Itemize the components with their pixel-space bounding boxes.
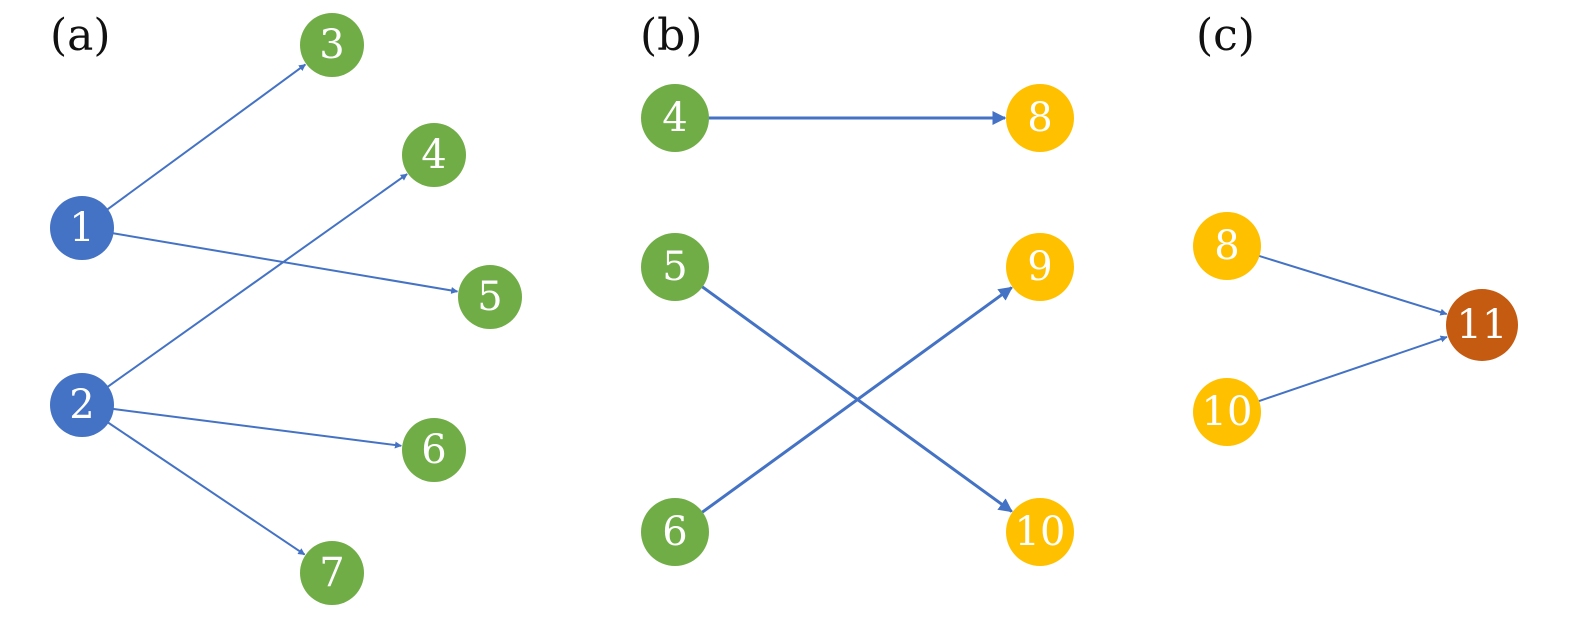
node-label: 7: [319, 550, 344, 596]
panel-label-c: (c): [1196, 10, 1255, 61]
node-b-4: 4: [641, 84, 709, 152]
node-circle: [402, 418, 466, 482]
node-a-6: 6: [402, 418, 466, 482]
edge-a-2-to-4: [105, 173, 408, 389]
node-circle: [458, 265, 522, 329]
node-label: 10: [1202, 389, 1253, 435]
node-circle: [641, 84, 709, 152]
node-b-10: 10: [1006, 498, 1074, 566]
node-label: 1: [69, 205, 94, 251]
node-label: 11: [1457, 302, 1508, 348]
node-circle: [402, 123, 466, 187]
edge-a-2-to-7: [106, 420, 306, 556]
node-label: 10: [1015, 509, 1066, 555]
panel-label-a: (a): [50, 10, 111, 61]
node-label: 8: [1027, 95, 1052, 141]
panel-label-b: (b): [640, 10, 703, 61]
node-label: 5: [662, 244, 687, 290]
node-circle: [1006, 84, 1074, 152]
node-a-2: 2: [50, 373, 114, 437]
node-a-5: 5: [458, 265, 522, 329]
node-label: 4: [662, 95, 687, 141]
node-circle: [1446, 289, 1518, 361]
node-b-8: 8: [1006, 84, 1074, 152]
node-circle: [1006, 233, 1074, 301]
edge-c-10-to-11: [1256, 335, 1448, 403]
node-label: 6: [421, 427, 446, 473]
node-label: 9: [1027, 244, 1052, 290]
node-label: 8: [1214, 223, 1239, 269]
node-label: 4: [421, 132, 446, 178]
node-c-10: 10: [1193, 378, 1261, 446]
node-c-8: 8: [1193, 212, 1261, 280]
node-label: 6: [662, 509, 687, 555]
node-a-3: 3: [300, 13, 364, 77]
node-a-4: 4: [402, 123, 466, 187]
node-circle: [300, 13, 364, 77]
node-circle: [1193, 378, 1261, 446]
node-circle: [50, 196, 114, 260]
node-b-5: 5: [641, 233, 709, 301]
edges-layer: [105, 63, 1448, 556]
edge-b-6-to-9: [700, 286, 1013, 515]
node-circle: [1193, 212, 1261, 280]
node-label: 5: [477, 274, 502, 320]
node-label: 2: [69, 382, 94, 428]
node-a-1: 1: [50, 196, 114, 260]
edge-a-2-to-6: [111, 407, 402, 449]
nodes-layer: 1 2 3 4 5 6 7 4 5 6 8 9 10 8 10 11: [50, 13, 1518, 605]
node-b-6: 6: [641, 498, 709, 566]
node-label: 3: [319, 22, 344, 68]
node-a-7: 7: [300, 541, 364, 605]
node-circle: [300, 541, 364, 605]
node-circle: [1006, 498, 1074, 566]
edge-c-8-to-11: [1257, 254, 1448, 316]
node-c-11: 11: [1446, 289, 1518, 361]
node-circle: [641, 498, 709, 566]
node-b-9: 9: [1006, 233, 1074, 301]
node-circle: [50, 373, 114, 437]
node-circle: [641, 233, 709, 301]
edge-a-1-to-3: [105, 63, 306, 212]
